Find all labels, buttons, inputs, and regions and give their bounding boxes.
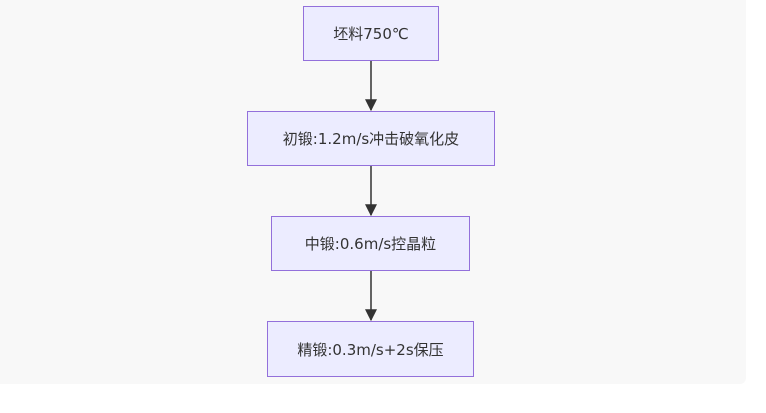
node-billet[interactable]: 坯料750℃	[303, 6, 439, 61]
node-initial-forging[interactable]: 初锻:1.2m/s冲击破氧化皮	[247, 111, 495, 166]
node-initial-forging-label: 初锻:1.2m/s冲击破氧化皮	[282, 130, 460, 148]
node-finish-forging[interactable]: 精锻:0.3m/s+2s保压	[267, 321, 474, 377]
node-intermediate-forging-label: 中锻:0.6m/s控晶粒	[304, 235, 437, 253]
node-billet-label: 坯料750℃	[333, 25, 409, 43]
node-intermediate-forging[interactable]: 中锻:0.6m/s控晶粒	[271, 216, 470, 271]
node-finish-forging-label: 精锻:0.3m/s+2s保压	[297, 340, 444, 359]
diagram-canvas: 坯料750℃ 初锻:1.2m/s冲击破氧化皮 中锻:0.6m/s控晶粒 精锻:0…	[247, 6, 495, 377]
